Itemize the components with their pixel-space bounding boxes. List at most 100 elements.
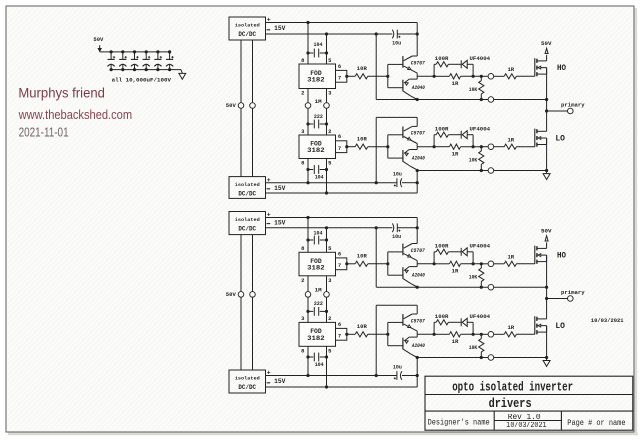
svg-text:1R: 1R xyxy=(452,80,459,87)
svg-text:10R: 10R xyxy=(357,66,368,72)
svg-text:50V: 50V xyxy=(541,40,552,47)
svg-text:7: 7 xyxy=(338,262,341,269)
svg-text:FOD: FOD xyxy=(310,141,322,149)
svg-text:DC/DC: DC/DC xyxy=(238,31,256,38)
svg-text:100R: 100R xyxy=(435,55,449,62)
svg-text:UF4004: UF4004 xyxy=(470,55,491,62)
svg-text:primary: primary xyxy=(561,102,585,109)
svg-text:FOD: FOD xyxy=(310,258,322,266)
svg-text:1R: 1R xyxy=(507,66,514,73)
svg-text:50V: 50V xyxy=(226,291,237,298)
svg-text:2: 2 xyxy=(301,90,304,97)
svg-text:104: 104 xyxy=(314,230,324,236)
svg-text:UF4004: UF4004 xyxy=(470,243,491,250)
svg-text:C5707: C5707 xyxy=(411,60,426,66)
svg-text:FOD: FOD xyxy=(310,70,322,78)
svg-text:primary: primary xyxy=(561,289,585,296)
svg-text:100R: 100R xyxy=(435,126,449,133)
svg-text:1R: 1R xyxy=(452,150,459,157)
svg-text:5: 5 xyxy=(328,160,332,167)
svg-text:50V: 50V xyxy=(226,102,237,109)
svg-text:6: 6 xyxy=(338,250,341,257)
svg-text:5: 5 xyxy=(328,245,332,252)
svg-text:10/03/2021: 10/03/2021 xyxy=(506,422,546,430)
svg-text:2: 2 xyxy=(328,128,331,135)
svg-text:5: 5 xyxy=(328,348,332,355)
svg-text:50V: 50V xyxy=(93,36,104,43)
svg-text:1R: 1R xyxy=(452,338,459,345)
svg-text:10R: 10R xyxy=(357,254,368,260)
svg-text:10/03/2021: 10/03/2021 xyxy=(591,317,624,324)
svg-text:7: 7 xyxy=(338,333,341,340)
svg-text:C5707: C5707 xyxy=(411,248,426,254)
svg-text:8: 8 xyxy=(301,57,305,64)
svg-text:C5707: C5707 xyxy=(411,131,426,137)
svg-text:DC/DC: DC/DC xyxy=(238,190,256,197)
svg-text:6: 6 xyxy=(338,133,341,140)
svg-text:HO: HO xyxy=(557,251,566,261)
svg-text:104: 104 xyxy=(314,42,324,48)
svg-text:1R: 1R xyxy=(507,137,514,144)
svg-text:3: 3 xyxy=(328,277,332,284)
svg-text:A2040: A2040 xyxy=(411,85,425,91)
svg-text:FOD: FOD xyxy=(310,328,322,336)
svg-text:104: 104 xyxy=(315,175,325,181)
svg-text:10R: 10R xyxy=(357,137,368,143)
svg-text:A2040: A2040 xyxy=(411,343,425,349)
svg-text:10u: 10u xyxy=(393,172,402,178)
svg-text:2: 2 xyxy=(301,277,304,284)
svg-text:all 10,000uF/100V: all 10,000uF/100V xyxy=(112,77,172,84)
svg-text:2021-11-01: 2021-11-01 xyxy=(19,125,69,140)
svg-text:7: 7 xyxy=(338,75,341,82)
svg-text:Designer's name: Designer's name xyxy=(428,417,490,427)
svg-text:1R: 1R xyxy=(452,267,459,274)
svg-text:104: 104 xyxy=(315,362,325,368)
svg-text:UF4004: UF4004 xyxy=(470,126,491,133)
svg-text:isolated: isolated xyxy=(235,23,260,29)
svg-text:+: + xyxy=(267,17,271,24)
svg-text:DC/DC: DC/DC xyxy=(238,225,256,232)
svg-text:+: + xyxy=(267,212,271,219)
svg-text:Murphys friend: Murphys friend xyxy=(18,85,105,100)
svg-text:+: + xyxy=(267,177,271,184)
svg-text:6: 6 xyxy=(338,321,341,328)
svg-text:10R: 10R xyxy=(357,324,368,330)
svg-text:10u: 10u xyxy=(392,40,401,46)
svg-text:10K: 10K xyxy=(469,87,478,93)
svg-text:3182: 3182 xyxy=(307,77,325,85)
svg-text:50V: 50V xyxy=(541,227,552,234)
svg-text:DC/DC: DC/DC xyxy=(238,384,256,391)
svg-text:3182: 3182 xyxy=(307,335,325,343)
svg-text:opto isolated inverter: opto isolated inverter xyxy=(452,380,573,394)
svg-text:isolated: isolated xyxy=(235,182,260,188)
svg-text:10K: 10K xyxy=(469,275,478,281)
svg-text:1M: 1M xyxy=(315,98,323,105)
svg-text:isolated: isolated xyxy=(235,217,260,223)
svg-text:drivers: drivers xyxy=(489,397,532,411)
svg-text:5: 5 xyxy=(328,57,332,64)
svg-text:10u: 10u xyxy=(393,365,402,371)
svg-text:HO: HO xyxy=(557,63,566,73)
svg-text:10u: 10u xyxy=(392,234,401,240)
svg-text:6: 6 xyxy=(338,63,341,70)
svg-text:+: + xyxy=(267,370,271,377)
svg-text:LO: LO xyxy=(555,133,565,143)
svg-text:15V: 15V xyxy=(274,220,285,227)
svg-text:15V: 15V xyxy=(274,25,285,32)
svg-text:isolated: isolated xyxy=(235,376,260,382)
svg-text:10K: 10K xyxy=(469,345,478,351)
svg-text:Rev 1.0: Rev 1.0 xyxy=(508,414,541,422)
svg-text:Page # or name: Page # or name xyxy=(567,418,625,428)
svg-text:15V: 15V xyxy=(274,378,285,385)
svg-text:3182: 3182 xyxy=(307,147,325,155)
svg-text:1R: 1R xyxy=(507,254,514,261)
svg-text:3182: 3182 xyxy=(307,264,325,272)
svg-text:3: 3 xyxy=(328,90,332,97)
svg-text:7: 7 xyxy=(338,145,341,152)
svg-text:222: 222 xyxy=(314,114,323,120)
svg-text:10K: 10K xyxy=(469,158,478,164)
svg-text:3: 3 xyxy=(301,315,305,322)
svg-text:A2040: A2040 xyxy=(411,156,425,162)
svg-text:100R: 100R xyxy=(435,313,449,320)
svg-text:15V: 15V xyxy=(274,185,285,192)
